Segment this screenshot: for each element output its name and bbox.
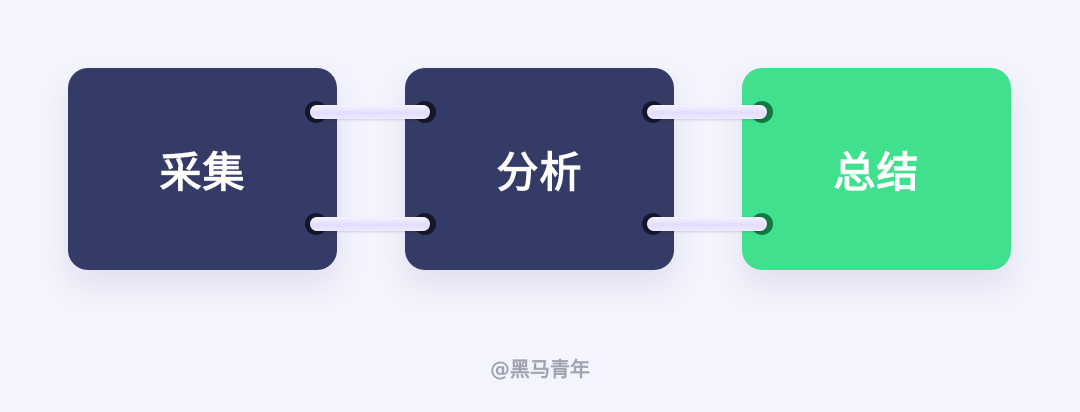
step-card-collect: 采集 [68,68,337,270]
watermark: @黑马青年 [490,357,590,381]
connector-link [647,217,767,231]
step-label: 分析 [496,147,583,197]
step-label: 总结 [833,147,920,197]
connector-link [310,105,430,119]
connector-link [310,217,430,231]
connector-link [647,105,767,119]
step-card-summarize: 总结 [742,68,1011,270]
step-label: 采集 [159,147,246,197]
step-card-analyze: 分析 [405,68,674,270]
